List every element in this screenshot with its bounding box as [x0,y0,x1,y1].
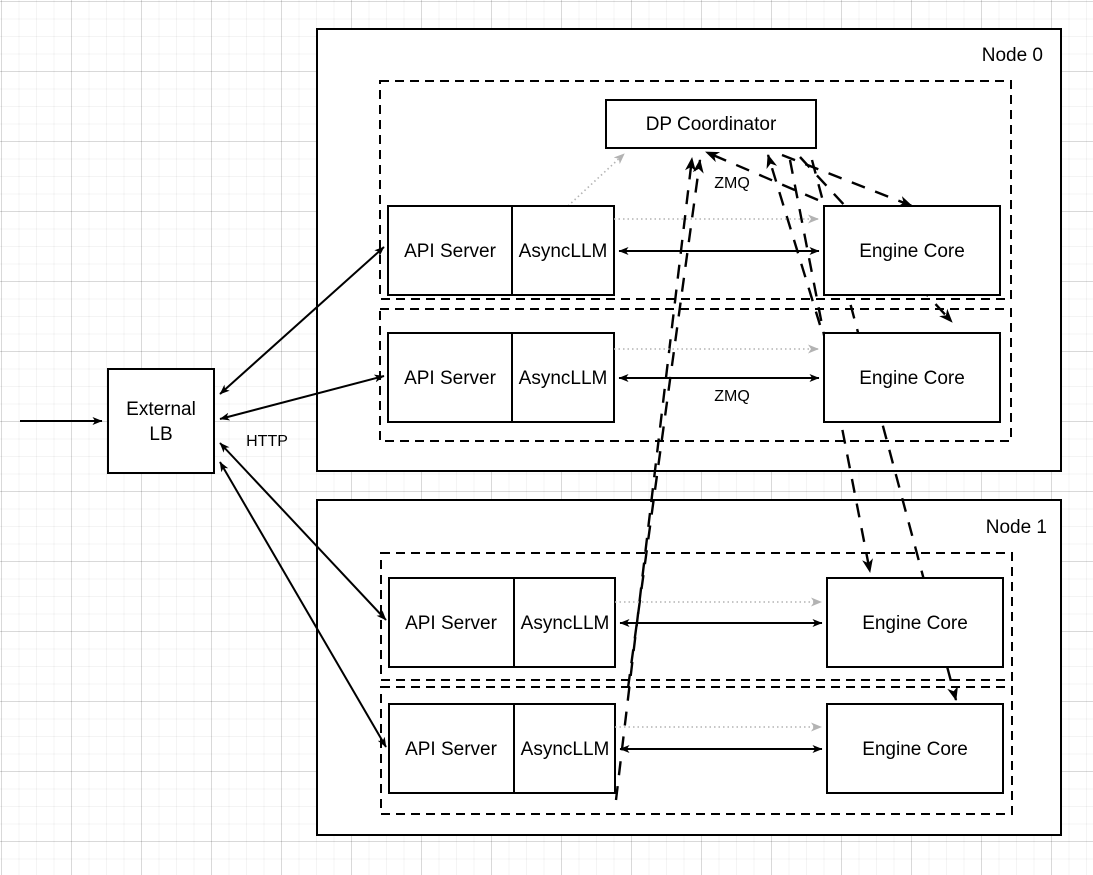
engine-core-label-0-0: Engine Core [859,241,965,262]
api-server-box-1-1[interactable] [388,703,616,794]
zmq-link-coordinator-engine-0-0-up [705,150,819,202]
engine-core-label-1-0: Engine Core [862,613,968,634]
engine-core-group-0-0[interactable]: Engine Core [823,205,1001,296]
http-label: HTTP [246,433,288,450]
asyncllm-label-0-0: AsyncLLM [519,241,608,262]
engine-core-box-0-1[interactable] [823,332,1001,423]
zmq-link-coordinator-engine-0-1-up [766,154,822,326]
node-0-label: Node 0 [982,45,1043,66]
asyncllm-label-0-1: AsyncLLM [519,368,608,389]
api-server-group-0-1[interactable]: API Server AsyncLLM [387,332,615,423]
engine-core-box-1-1[interactable] [826,703,1004,794]
asyncllm-label-1-0: AsyncLLM [521,613,610,634]
api-server-label-1-1: API Server [405,739,498,760]
external-lb-box[interactable] [107,368,215,474]
external-lb-label-line2: LB [149,424,172,445]
engine-core-label-0-1: Engine Core [859,368,965,389]
api-server-label-0-0: API Server [404,241,497,262]
asyncllm-label-1-1: AsyncLLM [521,739,610,760]
zmq-label-row-0-1: ZMQ [714,388,750,405]
api-server-group-1-1[interactable]: API Server AsyncLLM [388,703,616,794]
engine-core-group-0-1[interactable]: Engine Core [823,332,1001,423]
dotted-link-asyncllm-0-0-coordinator [567,153,625,207]
engine-core-box-0-0[interactable] [823,205,1001,296]
api-server-label-0-1: API Server [404,368,497,389]
http-link-lb-api-0-1 [219,374,385,421]
api-server-group-0-0[interactable]: API Server AsyncLLM [387,205,615,296]
engine-core-box-1-0[interactable] [826,577,1004,668]
engine-core-label-1-1: Engine Core [862,739,968,760]
http-link-lb-api-1-1 [219,461,387,748]
engine-core-group-1-0[interactable]: Engine Core [826,577,1004,668]
api-server-box-0-0[interactable] [387,205,615,296]
api-server-group-1-0[interactable]: API Server AsyncLLM [388,577,616,668]
external-lb[interactable]: External LB [107,368,215,474]
dp-coordinator[interactable]: DP Coordinator [605,99,817,149]
api-server-box-0-1[interactable] [387,332,615,423]
zmq-label-coordinator: ZMQ [714,175,750,192]
zmq-link-coordinator-engine-1-1-up [614,157,696,801]
api-server-label-1-0: API Server [405,613,498,634]
api-server-box-1-0[interactable] [388,577,616,668]
dp-coordinator-box[interactable] [605,99,817,149]
http-link-lb-api-0-0 [219,246,385,395]
engine-core-group-1-1[interactable]: Engine Core [826,703,1004,794]
zmq-link-coordinator-engine-1-1-down [810,159,958,701]
external-lb-label-line1: External [126,399,196,420]
dp-coordinator-label: DP Coordinator [646,114,777,135]
node-1-label: Node 1 [986,517,1047,538]
